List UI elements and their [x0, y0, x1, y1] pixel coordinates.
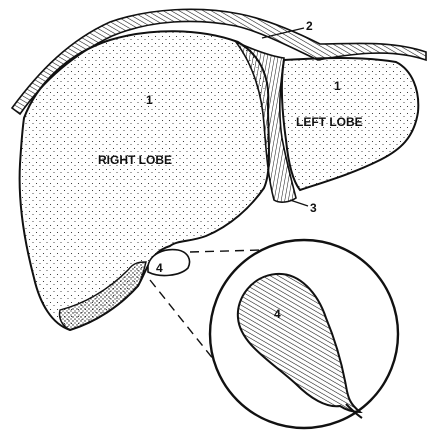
inset-gallbladder-number-label: 4	[274, 307, 281, 321]
zoom-dash-upper	[190, 250, 262, 252]
right-lobe-label: RIGHT LOBE	[98, 153, 172, 167]
left-lobe-number: 1	[334, 79, 341, 93]
leader-line-3	[290, 200, 308, 206]
marker-3-label: 3	[310, 201, 317, 215]
left-lobe-label: LEFT LOBE	[296, 115, 363, 129]
gallbladder-number-label: 4	[156, 261, 163, 275]
right-lobe-number: 1	[146, 93, 153, 107]
marker-2-label: 2	[306, 19, 313, 33]
